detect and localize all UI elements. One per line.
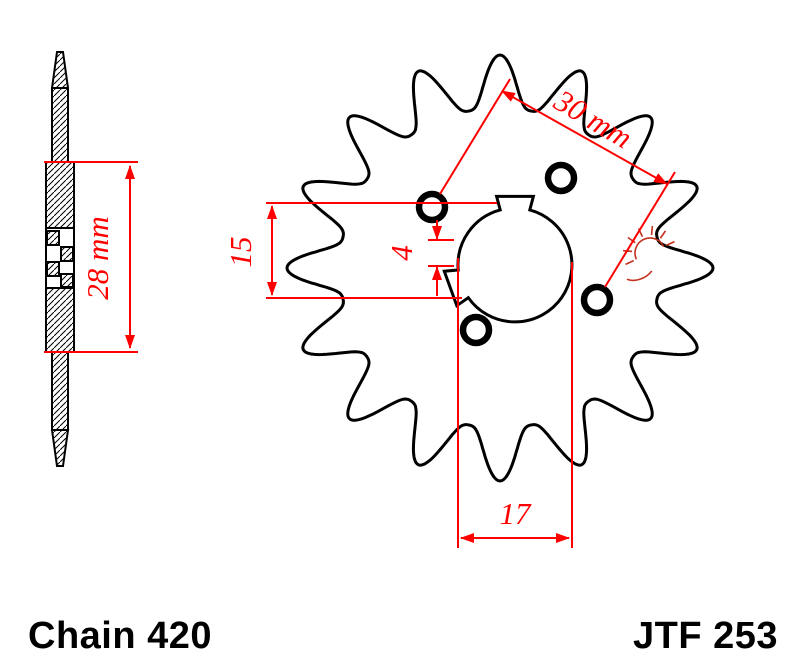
dimension-15: 15 [223,202,497,299]
dimension-4: 4 [384,220,454,296]
dimension-28mm: 28 mm [44,161,138,353]
dim-label-28mm: 28 mm [80,216,115,300]
side-lower-rim [51,351,69,431]
model-number-label: JTF 253 [633,615,778,657]
center-bore [442,194,574,324]
bolt-hole [544,161,578,195]
bolt-hole [580,283,614,317]
dimension-17: 17 [457,258,573,548]
side-spline-block [60,273,74,288]
side-upper-rim [51,87,69,163]
side-spline-block [46,261,60,277]
dim-label-17: 17 [500,496,533,531]
chain-size-label: Chain 420 [28,615,212,657]
dim-label-4: 4 [384,245,419,261]
side-bottom-tooth [50,429,70,467]
side-top-tooth [50,51,70,89]
front-view [285,53,715,483]
bolt-hole [459,313,493,347]
rising-sun-stamp-icon [623,226,675,282]
side-spline-block [46,230,60,246]
side-view [45,51,75,467]
dim-label-15: 15 [223,237,258,268]
bolt-hole [415,190,449,224]
side-spline-block [60,246,74,262]
